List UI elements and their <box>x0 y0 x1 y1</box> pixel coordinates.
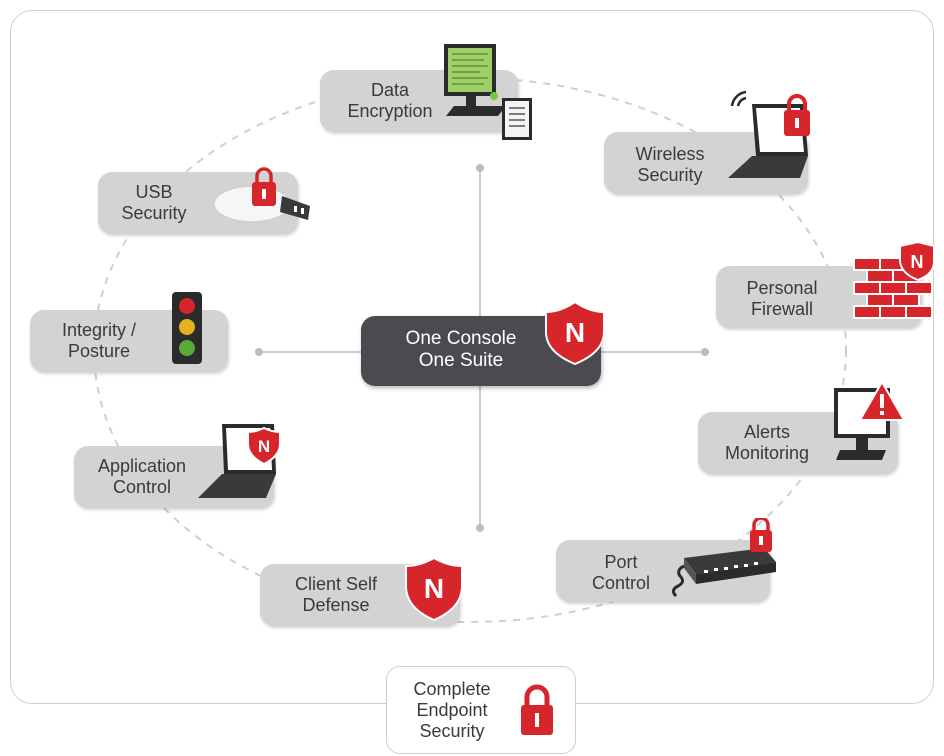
shield-n-icon: N <box>405 556 463 622</box>
wireless-laptop-lock-icon <box>728 90 810 178</box>
footer-node: Complete Endpoint Security <box>386 666 576 754</box>
node-label-line1: Port <box>604 552 638 572</box>
node-label-line2: Control <box>112 477 172 497</box>
shield-badge-letter: N <box>424 573 444 604</box>
node-label-line1: Integrity / <box>61 320 137 340</box>
laptop-badge-letter: N <box>258 437 270 456</box>
traffic-light-icon <box>172 292 202 364</box>
center-label-line1: One Console <box>405 328 517 349</box>
center-shield-n-icon: N <box>545 300 605 366</box>
footer-label-line1: Complete <box>413 679 491 699</box>
monitor-alert-icon <box>834 380 906 460</box>
node-label-line1: Client Self <box>294 574 378 594</box>
padlock-icon <box>521 684 553 735</box>
node-label-line2: Posture <box>67 341 131 361</box>
node-label-line1: Data <box>370 80 410 100</box>
footer-label-line3: Security <box>419 721 485 741</box>
node-label-line1: Application <box>97 456 187 476</box>
footer-label-line2: Endpoint <box>416 700 488 720</box>
usb-lock-icon <box>213 167 310 223</box>
node-label-line2: Security <box>637 165 703 185</box>
monitor-icon <box>444 44 532 140</box>
node-label-line2: Security <box>121 203 187 223</box>
spoke-dot-right <box>701 348 709 356</box>
center-badge-letter: N <box>565 317 585 348</box>
node-label-line2: Control <box>591 573 651 593</box>
node-label-line1: Alerts <box>743 422 790 442</box>
node-label-line2: Defense <box>302 595 370 615</box>
node-label-line1: Wireless <box>635 144 705 164</box>
svg-text:N: N <box>911 252 924 272</box>
brick-firewall-icon: N <box>853 240 935 319</box>
spoke-dot-up <box>476 164 484 172</box>
node-label-line2: Monitoring <box>724 443 810 463</box>
node-label-line2: Encryption <box>347 101 433 121</box>
laptop-shield-icon: N <box>198 424 281 498</box>
port-device-lock-icon <box>671 518 776 598</box>
spoke-dot-down <box>476 524 484 532</box>
node-label-line1: USB <box>135 182 173 202</box>
center-label-line2: One Suite <box>418 350 504 371</box>
spoke-dot-left <box>255 348 263 356</box>
node-label-line2: Firewall <box>750 299 813 319</box>
node-label-line1: Personal <box>746 278 818 298</box>
